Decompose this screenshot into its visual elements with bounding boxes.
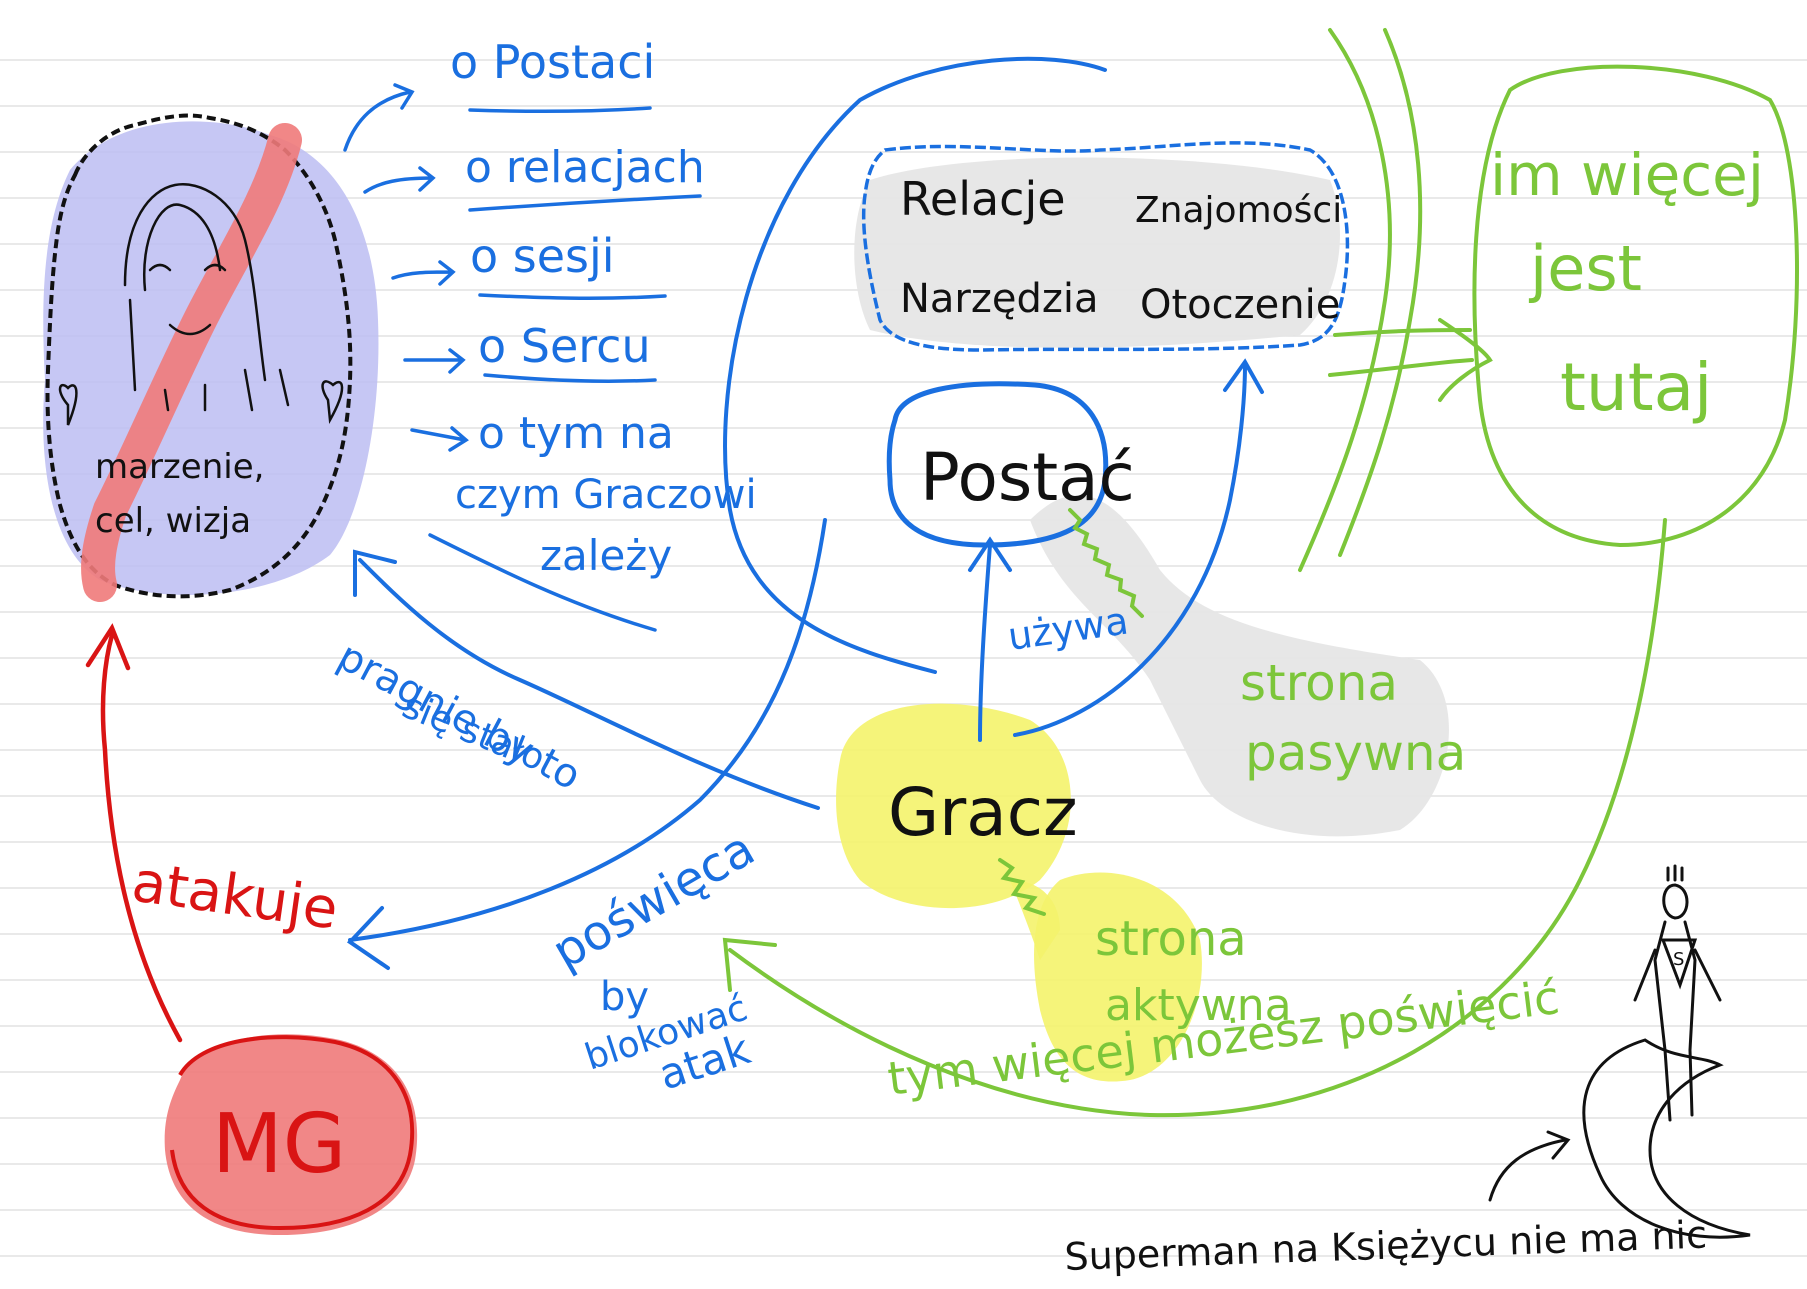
- label-poswieca-2: by: [600, 974, 649, 1020]
- arrow-icon: [403, 348, 466, 374]
- arrow-poswieca: [346, 518, 827, 970]
- arrow-icon: [343, 83, 415, 152]
- heart-icon: [58, 383, 78, 426]
- superman-emblem-icon: S: [1673, 949, 1684, 970]
- arrow-to-im-wiecej: [1438, 318, 1493, 402]
- im-wiecej-cloud: [1472, 64, 1799, 548]
- superman-figure: [1633, 864, 1722, 1122]
- relations-cloud-outline: [861, 141, 1350, 352]
- about-item-tym-na: o tym na: [478, 408, 674, 459]
- relations-item-znajomosci: Znajomości: [1135, 190, 1342, 231]
- about-item-sesji: o sesji: [470, 229, 615, 283]
- about-item-postaci: o Postaci: [450, 35, 655, 89]
- label-superman: Superman na Księżycu nie ma nic: [1064, 1213, 1708, 1279]
- postac-label: Postać: [920, 439, 1135, 516]
- arrow-to-im-wiecej: [1328, 358, 1474, 377]
- passive-gray-highlight: [1030, 495, 1449, 837]
- label-strona-pasywna-2: pasywna: [1245, 724, 1466, 782]
- about-item-zalezy: zależy: [540, 531, 672, 580]
- gracz-label: Gracz: [888, 774, 1078, 851]
- barrier-line: [1298, 28, 1392, 572]
- squiggle-active: [998, 858, 1046, 916]
- label-strona-aktywna-2: aktywna: [1105, 980, 1292, 1031]
- about-item-sercu: o Sercu: [478, 319, 651, 373]
- about-item-czym-graczowi: czym Graczowi: [455, 472, 757, 518]
- dream-text-line1: marzenie,: [95, 447, 264, 487]
- blue-connections: [346, 56, 1264, 970]
- label-strona-pasywna-1: strona: [1240, 654, 1398, 712]
- relations-gray-highlight: [854, 157, 1340, 348]
- label-strona-aktywna-1: strona: [1095, 911, 1247, 967]
- pointer-arrow-icon: [1488, 1130, 1571, 1202]
- arrow-icon: [410, 426, 469, 452]
- mg-node: MG: [164, 1034, 418, 1235]
- arrow-head: [722, 937, 777, 992]
- arrow-icon: [391, 260, 456, 286]
- heart-icon: [321, 380, 344, 425]
- superman-doodle: S: [1488, 864, 1751, 1239]
- label-uzywa: używa: [1005, 599, 1131, 659]
- green-loop: [728, 518, 1667, 1118]
- arrow-to-im-wiecej: [1333, 328, 1472, 337]
- about-list-text: o Postaci o relacjach o sesji o Sercu o …: [450, 35, 757, 580]
- arrow-gracz-relations: [1013, 358, 1264, 737]
- label-im-wiecej-3: tutaj: [1560, 349, 1712, 426]
- label-im-wiecej-2: jest: [1528, 232, 1642, 305]
- face-icon: [123, 183, 290, 412]
- red-slash: [81, 123, 302, 602]
- green-connections: [722, 28, 1799, 1118]
- dream-cloud-outline: [45, 113, 353, 599]
- relations-item-relacje: Relacje: [900, 172, 1066, 226]
- label-poswieca-1: poświęca: [543, 821, 764, 981]
- label-atakuje: atakuje: [128, 849, 342, 942]
- red-attack-arrow: [85, 623, 183, 1043]
- relations-item-narzedzia: Narzędzia: [900, 276, 1099, 322]
- relations-item-otoczenie: Otoczenie: [1140, 282, 1340, 328]
- moon-icon: [1582, 1038, 1751, 1239]
- about-item-relacjach: o relacjach: [465, 142, 705, 193]
- label-im-wiecej-1: im więcej: [1490, 141, 1764, 209]
- about-list: [343, 83, 702, 632]
- mg-label: MG: [212, 1097, 346, 1192]
- dream-text-line2: cel, wizja: [95, 501, 251, 541]
- barrier-line: [1338, 28, 1423, 557]
- squiggle-passive: [1068, 508, 1144, 618]
- arrow-icon: [363, 166, 436, 194]
- dream-cloud: marzenie, cel, wizja: [43, 113, 379, 602]
- arrow-gracz-postac: [968, 536, 1012, 742]
- loop-around-postac: [723, 56, 1107, 674]
- relations-cloud: Relacje Znajomości Narzędzia Otoczenie: [861, 141, 1350, 352]
- postac-node: Postać: [886, 381, 1135, 548]
- gracz-node: Gracz: [836, 703, 1202, 1082]
